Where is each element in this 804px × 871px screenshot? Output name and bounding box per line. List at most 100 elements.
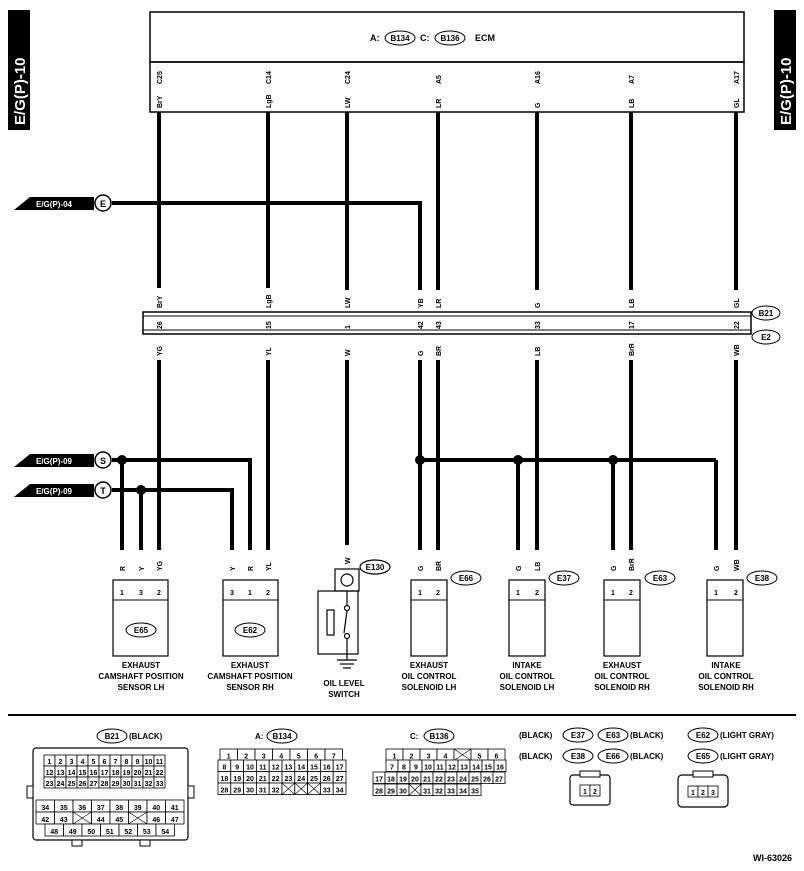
- jc-upper-wire-4-bg: [432, 294, 444, 310]
- b136-prefix: C:: [410, 732, 418, 741]
- b21-pin-10: 10: [145, 759, 153, 766]
- comp-E130-name-1: SWITCH: [328, 690, 360, 699]
- comp-E66-name-0: EXHAUST: [410, 661, 448, 670]
- comp-E62-wire-0-bg: [226, 559, 238, 573]
- ecm-pin-C14-bg: [262, 64, 274, 86]
- b21-color: (BLACK): [129, 732, 163, 741]
- jc-lower-wire-4-bg: [432, 342, 444, 358]
- comp-E37-name-0: INTAKE: [512, 661, 542, 670]
- comp-E62-name-0: EXHAUST: [231, 661, 269, 670]
- b21-pin-20: 20: [134, 770, 142, 777]
- component-tag-ring: [450, 570, 482, 586]
- b134-prefix: A:: [255, 732, 263, 741]
- comp-E62-pin-2: 2: [266, 590, 270, 597]
- ecm-conn-c: B136: [440, 34, 460, 43]
- comp-E65-wire-1: Y: [139, 566, 146, 571]
- b21-cell: [153, 776, 166, 789]
- b136-cell: [493, 759, 507, 772]
- b134-pin-31: 31: [259, 788, 267, 795]
- b136-pin-8: 8: [402, 765, 406, 772]
- b136-cell: [468, 783, 482, 796]
- component-body: [603, 579, 641, 657]
- b136-pin-5: 5: [478, 754, 482, 761]
- comp-E65-name-1: CAMSHAFT POSITION: [98, 672, 184, 681]
- comp-E65-pin-2: 2: [157, 590, 161, 597]
- jc-pin-22: 22: [734, 321, 741, 329]
- ecm-wire-2-bg: [341, 94, 353, 110]
- comp-E66-wire-1: BR: [436, 561, 443, 571]
- comp-E65-pin-1: 3: [139, 590, 143, 597]
- b21-pin-51: 51: [106, 829, 114, 836]
- b134-pin-21: 21: [259, 776, 267, 783]
- e66-tag: E66: [606, 752, 621, 761]
- b21-blank-x: [128, 811, 148, 825]
- b21-pin-6: 6: [103, 759, 107, 766]
- jc-upper-wire-3: YB: [418, 298, 425, 308]
- ecm-box: A: B134 C: B136 ECM: [149, 11, 745, 113]
- e37-pin-1: 1: [583, 789, 587, 796]
- jc-pin-17: 17: [629, 321, 636, 329]
- comp-E63-pin-0: 1: [611, 590, 615, 597]
- ecm-pin-A7: A7: [629, 75, 636, 84]
- b21-pin-12: 12: [46, 770, 54, 777]
- b21-tag-ring: [96, 728, 128, 744]
- b136-pin-2: 2: [410, 754, 414, 761]
- comp-E66-name-1: OIL CONTROL: [402, 672, 457, 681]
- jc-pin-15: 15: [266, 321, 273, 329]
- ref-arrow-t: E/G(P)-09 T: [14, 481, 112, 499]
- comp-E38-pin-0: 1: [714, 590, 718, 597]
- e65-tag: E65: [696, 752, 711, 761]
- comp-E62-name-2: SENSOR RH: [226, 683, 274, 692]
- b134-blank-x: [294, 782, 308, 795]
- b134-pin-5: 5: [297, 754, 301, 761]
- b21-pin-54: 54: [161, 829, 169, 836]
- b21-pin-26: 26: [79, 781, 87, 788]
- jc-lower-wire-7: WB: [734, 344, 741, 356]
- ecm-conn-c-prefix: C:: [420, 33, 430, 43]
- b21-key-right: [139, 839, 151, 847]
- e65-color: (LIGHT GRAY): [720, 752, 774, 761]
- comp-E66-pin-1: 2: [436, 590, 440, 597]
- ecm-pin-C25: C25: [157, 71, 164, 84]
- e63-tag: E63: [606, 731, 621, 740]
- ref-s-letter: S: [100, 456, 106, 466]
- b136-pin-19: 19: [399, 777, 407, 784]
- b134-pin-18: 18: [221, 776, 229, 783]
- ecm-wire-0: BrY: [157, 95, 164, 108]
- e62-pin-2: 2: [701, 790, 705, 797]
- b136-pin-34: 34: [459, 789, 467, 796]
- b21-pin-46: 46: [152, 817, 160, 824]
- b136-cell: [492, 771, 506, 784]
- jc-lower-wire-5-bg: [531, 342, 543, 358]
- b134-pin-27: 27: [336, 776, 344, 783]
- jc-lower-wire-0-bg: [153, 342, 165, 358]
- comp-E65-pin-0: 1: [120, 590, 124, 597]
- component-body: [410, 579, 448, 657]
- ecm-wire-5-bg: [625, 94, 637, 110]
- figure-id: WI-63026: [753, 853, 792, 863]
- b21-pin-41: 41: [171, 805, 179, 812]
- comp-E63-wire-1-bg: [625, 551, 637, 573]
- b136-pin-33: 33: [447, 789, 455, 796]
- ref-t-text: E/G(P)-09: [36, 487, 73, 496]
- b21-pin-35: 35: [60, 805, 68, 812]
- ecm-conn-a-prefix: A:: [370, 33, 380, 43]
- e37-color: (BLACK): [519, 731, 553, 740]
- e62-tag-ring: [687, 727, 719, 743]
- b136-pin-17: 17: [375, 777, 383, 784]
- component-tag-ring: [548, 570, 580, 586]
- b134-pin-19: 19: [233, 776, 241, 783]
- b136-pin-29: 29: [387, 789, 395, 796]
- comp-E66-pin-0: 1: [418, 590, 422, 597]
- comp-E130-wire-0-bg: [341, 552, 353, 566]
- b134-cell: [332, 782, 347, 795]
- b134-pin-4: 4: [279, 754, 283, 761]
- b21-pin-15: 15: [79, 770, 87, 777]
- b134-pin-9: 9: [235, 765, 239, 772]
- e38-color: (BLACK): [519, 752, 553, 761]
- component-tag-ring: [234, 622, 266, 638]
